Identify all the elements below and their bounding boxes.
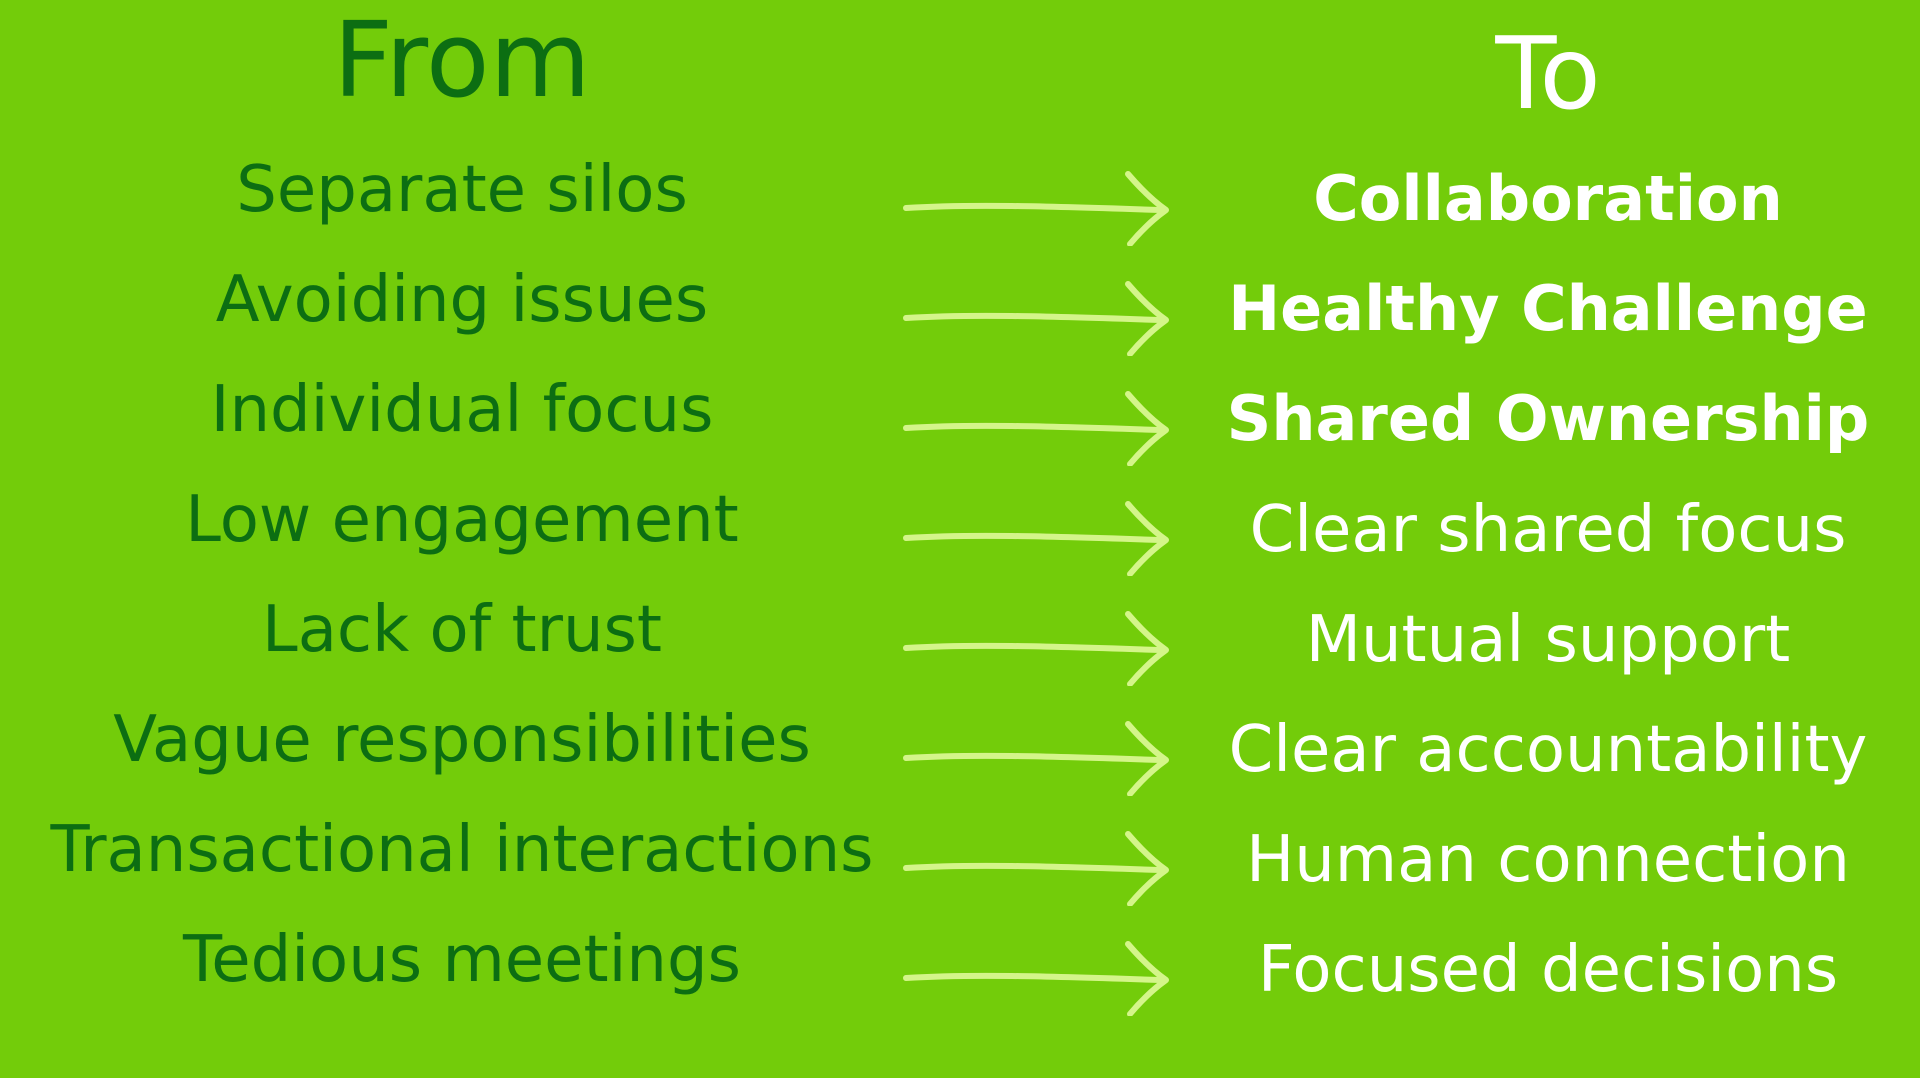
right-arrow-icon [903,611,1169,686]
from-item: Vague responsibilities [113,703,811,777]
to-item: Shared Ownership [1226,382,1870,455]
to-heading: To [1495,15,1601,132]
to-item: Clear accountability [1228,713,1868,787]
from-item: Lack of trust [262,593,662,667]
to-item: Collaboration [1313,162,1783,235]
from-item: Separate silos [236,153,688,227]
from-heading: From [333,0,591,121]
to-item: Clear shared focus [1249,493,1847,567]
transition-row: Avoiding issues Healthy Challenge [0,268,1920,378]
to-item: Mutual support [1305,603,1791,677]
from-item: Individual focus [210,373,714,447]
to-item: Healthy Challenge [1228,272,1868,345]
right-arrow-icon [903,391,1169,466]
transition-row: Tedious meetings Focused decisions [0,928,1920,1038]
right-arrow-icon [903,501,1169,576]
transition-row: Transactional interactions Human connect… [0,818,1920,928]
transition-row: Separate silos Collaboration [0,158,1920,268]
from-item: Avoiding issues [215,263,709,337]
from-item: Tedious meetings [183,923,741,997]
right-arrow-icon [903,941,1169,1016]
right-arrow-icon [903,831,1169,906]
transition-row: Lack of trust Mutual support [0,598,1920,708]
from-item: Low engagement [185,483,739,557]
transition-row: Low engagement Clear shared focus [0,488,1920,598]
right-arrow-icon [903,721,1169,796]
from-item: Transactional interactions [50,813,874,887]
to-item: Focused decisions [1257,933,1839,1007]
right-arrow-icon [903,171,1169,246]
right-arrow-icon [903,281,1169,356]
transition-row: Individual focus Shared Ownership [0,378,1920,488]
to-item: Human connection [1246,823,1850,897]
transition-row: Vague responsibilities Clear accountabil… [0,708,1920,818]
